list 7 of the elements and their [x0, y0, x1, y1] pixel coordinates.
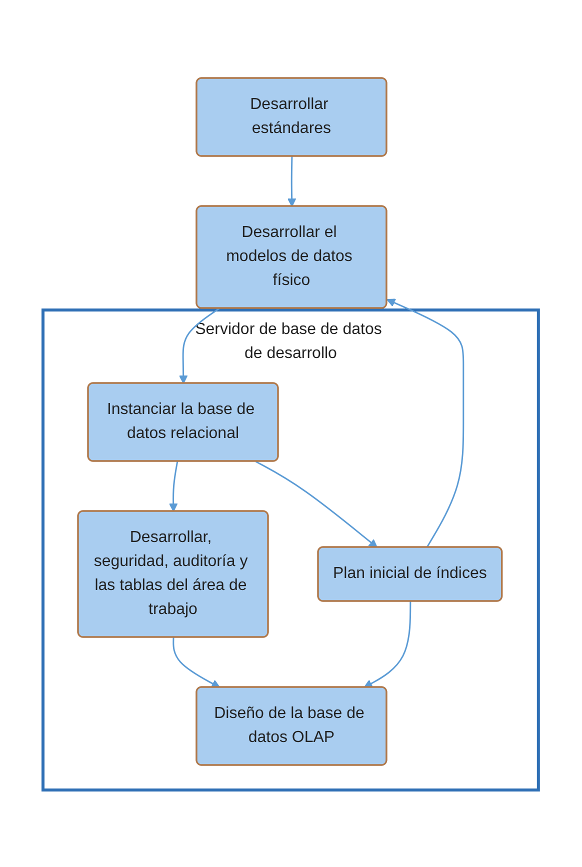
arrow [364, 601, 412, 688]
arrow [386, 298, 464, 548]
arrow [256, 460, 378, 548]
arrow [288, 156, 296, 206]
arrow [179, 307, 220, 384]
arrow [172, 636, 220, 688]
arrow [169, 460, 178, 512]
